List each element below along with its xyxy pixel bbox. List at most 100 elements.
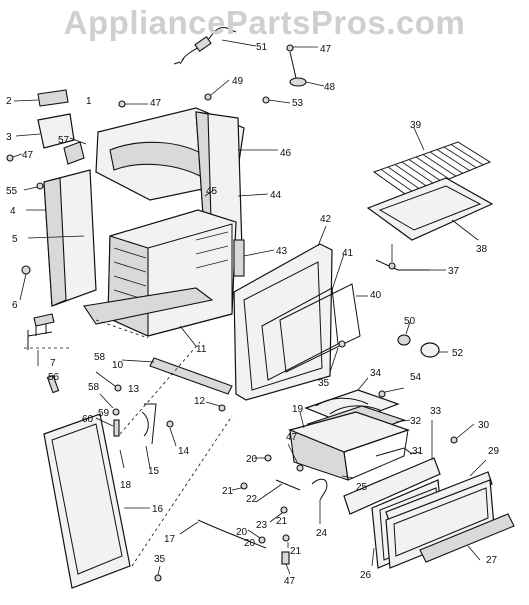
callout-18-drawer-glide: 18 <box>120 480 132 491</box>
rack-wire <box>443 146 477 169</box>
callout-57-latch-bracket: 57 <box>58 135 70 146</box>
callout-4-side-panel: 4 <box>10 206 16 217</box>
door-fasteners <box>95 371 125 469</box>
fasteners-upper-left <box>6 100 148 191</box>
callout-58-spacer: 58 <box>94 352 106 363</box>
callout-38-broiler-pan: 38 <box>476 244 488 255</box>
callout-54-element-clip: 54 <box>410 372 422 383</box>
callout-29-drawer-front: 29 <box>488 446 500 457</box>
assembly-guide-lines <box>95 319 233 567</box>
callout-34-broil-pan: 34 <box>370 368 382 379</box>
callout-49-nut: 49 <box>232 76 244 87</box>
callout-27-kick-plate: 27 <box>486 555 498 566</box>
callout-6-leveling-foot: 6 <box>12 300 18 311</box>
callout-22-glide-rod: 22 <box>246 494 258 505</box>
fastener-group-top <box>204 44 325 104</box>
screw-35-bottom <box>154 574 162 582</box>
callout-16-oven-door: 16 <box>152 504 164 515</box>
callout-58-spacer: 58 <box>88 382 100 393</box>
kick-rail-10 <box>121 357 233 412</box>
rack-wire <box>408 159 443 183</box>
callout-1-cooktop: 1 <box>86 96 92 107</box>
rack-wire <box>415 156 450 180</box>
callout-61-door-latch: 61 <box>0 0 12 3</box>
callout-40-door-seal: 40 <box>370 290 382 301</box>
callout-47-screw: 47 <box>150 98 162 109</box>
callout-47-screw: 47 <box>320 44 332 55</box>
oven-rack-39 <box>372 127 492 197</box>
callout-24-drawer-clip: 24 <box>316 528 328 539</box>
callout-43-rear-panel: 43 <box>276 246 288 257</box>
door-seal-40 <box>279 283 368 373</box>
callout-3-vent-duct: 3 <box>6 132 12 143</box>
callout-47-screw: 47 <box>286 432 298 443</box>
drawer-bracket-31 <box>375 447 421 457</box>
callout-33-drawer-panel: 33 <box>430 406 442 417</box>
drawer-hardware <box>231 443 355 524</box>
callout-21-drawer-nut: 21 <box>290 546 302 557</box>
callout-20-drawer-screw: 20 <box>236 527 248 538</box>
rack-wire <box>450 144 484 166</box>
rack-wire <box>394 164 429 188</box>
rack-wire <box>401 161 436 186</box>
vent-duct-3 <box>15 113 85 165</box>
callout-44-back-bracket: 44 <box>270 190 282 201</box>
control-knob-52 <box>397 321 448 358</box>
screw-55 <box>378 390 386 398</box>
callout-11-oven-cavity: 11 <box>196 344 207 355</box>
callout-59-door-pin: 59 <box>98 408 110 419</box>
callout-52-control-knob: 52 <box>452 348 464 359</box>
callout-30-drawer-screw: 30 <box>478 420 490 431</box>
callout-55-screw: 55 <box>6 186 18 197</box>
callout-13-door-hinge: 13 <box>128 384 140 395</box>
drawer-body-19 <box>288 411 410 481</box>
callout-35-screw: 35 <box>154 554 166 565</box>
callout-25-drawer-liner: 25 <box>356 482 368 493</box>
latch-bracket-57 <box>24 313 70 366</box>
callout-14-hinge-screw: 14 <box>178 446 190 457</box>
callout-47-screw: 47 <box>284 576 296 587</box>
callout-17-door-gasket: 17 <box>164 534 176 545</box>
callout-42-door-frame: 42 <box>320 214 332 225</box>
callout-21-drawer-nut: 21 <box>276 516 288 527</box>
side-panel-4 <box>26 169 97 307</box>
vent-trim-2 <box>13 89 69 107</box>
drawer-glide-18 <box>179 519 291 575</box>
hinge-screw-14 <box>166 420 174 428</box>
oven-door-16 <box>43 413 150 589</box>
callout-10-kick-rail: 10 <box>112 360 124 371</box>
kick-plate-27 <box>419 513 515 563</box>
screw-30 <box>450 436 458 444</box>
callout-26-drawer-insulation: 26 <box>360 570 372 581</box>
door-seal-41 <box>261 253 345 381</box>
bake-element-37 <box>375 244 446 271</box>
callout-35-screw: 35 <box>318 378 330 389</box>
oven-cavity-11 <box>83 209 237 347</box>
drawer-front-29 <box>385 459 495 569</box>
callout-20-drawer-screw: 20 <box>244 538 256 549</box>
rack-wire <box>387 166 422 191</box>
callout-31-drawer-bracket: 31 <box>412 446 424 457</box>
callout-46-top-panel: 46 <box>280 148 292 159</box>
callout-5-panel-insulation: 5 <box>12 234 18 245</box>
callout-39-oven-rack: 39 <box>410 120 422 131</box>
callout-7-latch: 7 <box>50 358 56 369</box>
rack-wire <box>429 151 463 174</box>
callout-45-cooktop-support: 45 <box>206 186 218 197</box>
door-hinge-13 <box>141 403 157 469</box>
callout-12-bracket: 12 <box>194 396 206 407</box>
callout-15-hinge-receiver: 15 <box>148 466 160 477</box>
callout-20-drawer-screw: 20 <box>246 454 258 465</box>
latch-7 <box>46 374 60 394</box>
leveling-foot-6 <box>21 265 31 275</box>
callout-37-bake-element: 37 <box>448 266 460 277</box>
broiler-pan-38 <box>366 177 494 241</box>
callout-41-door-seal-inner: 41 <box>342 248 354 259</box>
power-cord <box>173 27 257 65</box>
callout-51-power-cord: 51 <box>256 42 268 53</box>
callout-19-drawer-body: 19 <box>292 404 304 415</box>
callout-53-screw: 53 <box>292 98 304 109</box>
